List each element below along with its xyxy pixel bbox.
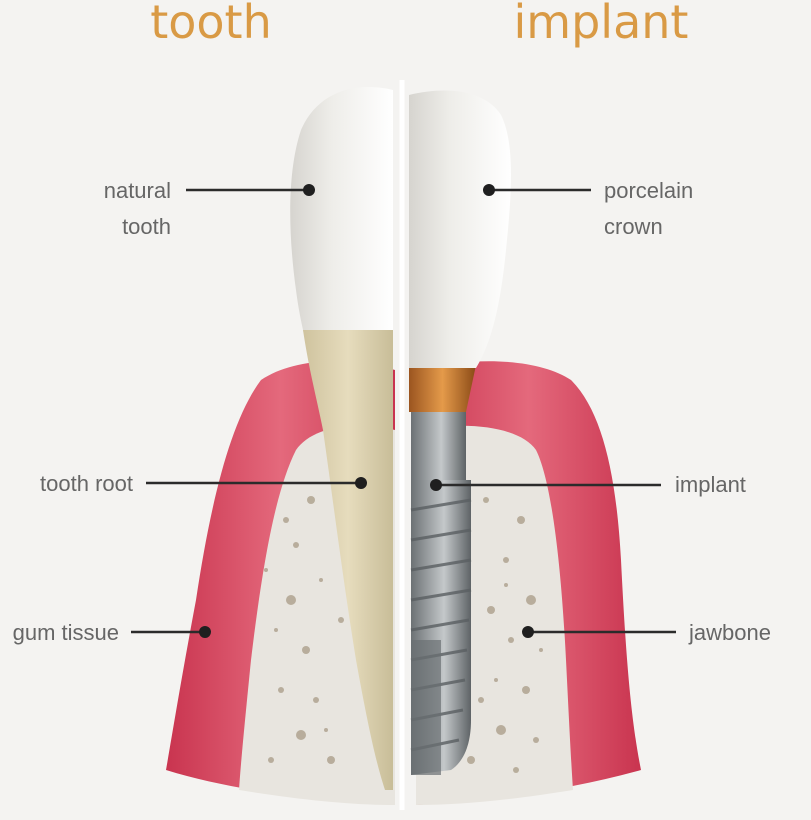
label-natural-2: tooth bbox=[122, 214, 171, 239]
bone-texture bbox=[264, 496, 543, 773]
implant-screw bbox=[410, 410, 472, 775]
mirrored-artwork: implant tooth porcelain crown implant ja… bbox=[13, 0, 771, 810]
dot-porcelain-crown bbox=[483, 184, 495, 196]
label-tooth-root: tooth root bbox=[40, 471, 133, 496]
implant-abutment bbox=[409, 365, 476, 412]
label-implant: implant bbox=[675, 472, 746, 497]
label-porcelain-1: porcelain bbox=[604, 178, 693, 203]
tooth-root bbox=[303, 330, 393, 790]
dot-jawbone bbox=[522, 626, 534, 638]
heading-implant: implant bbox=[514, 0, 689, 49]
label-jawbone: jawbone bbox=[688, 620, 771, 645]
dot-gum-tissue bbox=[199, 626, 211, 638]
heading-tooth: tooth bbox=[150, 0, 272, 49]
label-porcelain-2: crown bbox=[604, 214, 663, 239]
label-natural-1: natural bbox=[104, 178, 171, 203]
dot-tooth-root bbox=[355, 477, 367, 489]
porcelain-crown bbox=[409, 90, 511, 369]
label-gum-tissue: gum tissue bbox=[13, 620, 119, 645]
dot-natural-tooth bbox=[303, 184, 315, 196]
dot-implant bbox=[430, 479, 442, 491]
